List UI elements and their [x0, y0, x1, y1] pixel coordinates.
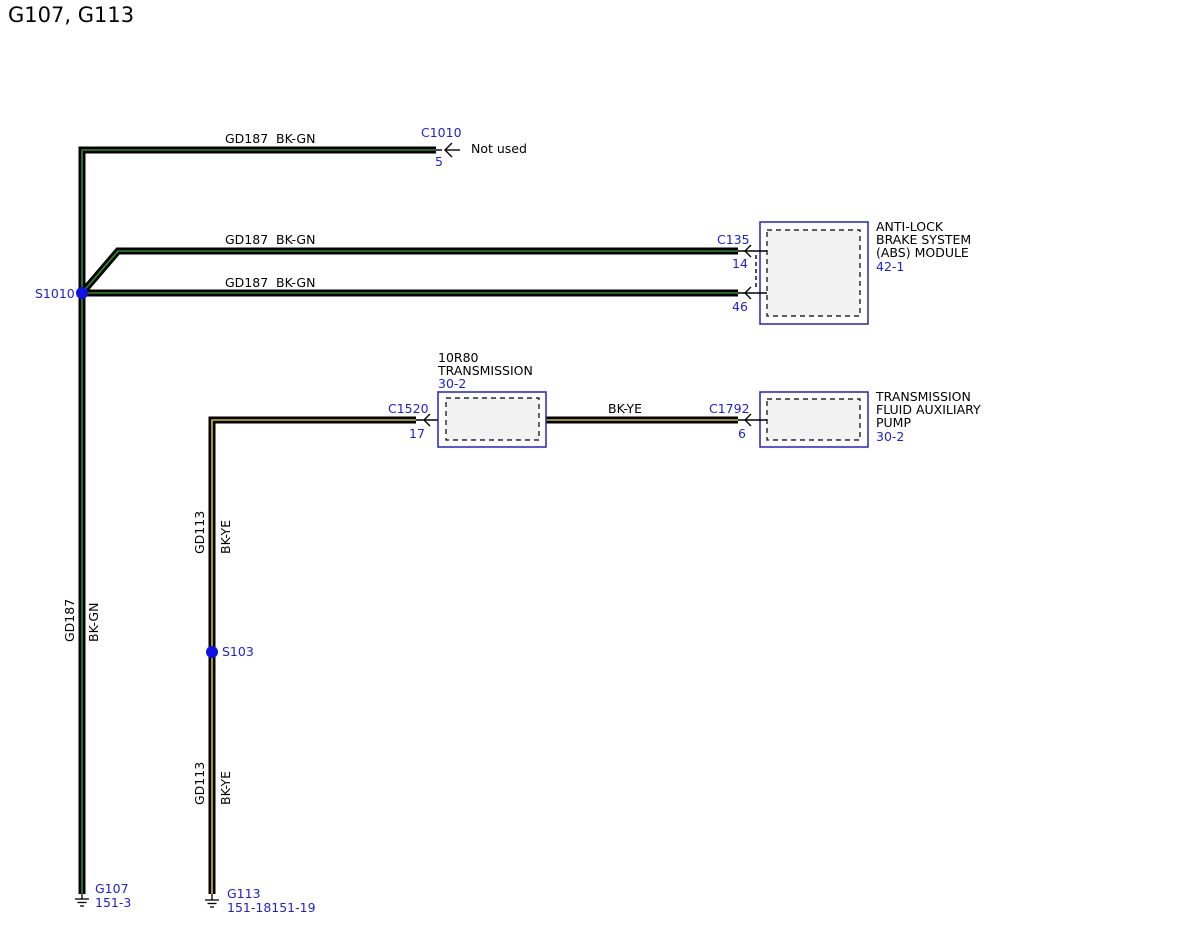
connector-c1792-label[interactable]: C1792 — [709, 401, 750, 416]
wire-gd187-top[interactable] — [78, 146, 436, 894]
abs-module-name-line3: (ABS) MODULE — [876, 245, 969, 260]
pump-name-line2: FLUID AUXILIARY — [876, 402, 981, 417]
connector-c135-pin-14: 14 — [732, 256, 748, 271]
wire-top-color-label: BK-GN — [276, 131, 315, 146]
wire-mid-circuit-label: GD187 — [225, 232, 268, 247]
wire-low-color-label: BK-GN — [276, 275, 315, 290]
connector-c135[interactable] — [738, 244, 767, 300]
wire-gd113-upper-circuit-label: GD113 — [192, 511, 207, 554]
ground-g107-label[interactable]: G107 — [95, 881, 129, 896]
pump-ref-link[interactable]: 30-2 — [876, 429, 904, 444]
wire-vert-color-label: BK-GN — [86, 603, 101, 642]
wire-mid-color-label: BK-GN — [276, 232, 315, 247]
transmission-name-line2: TRANSMISSION — [437, 363, 533, 378]
ground-g107-ref[interactable]: 151-3 — [95, 895, 131, 910]
connector-c1792-pin: 6 — [738, 426, 746, 441]
splice-s1010-label[interactable]: S1010 — [35, 286, 75, 301]
connector-c1520-label[interactable]: C1520 — [388, 401, 429, 416]
wire-vert-circuit-label: GD187 — [62, 599, 77, 642]
wire-link-color-label: BK-YE — [608, 401, 642, 416]
abs-module-inner — [766, 229, 861, 317]
wire-top-circuit-label: GD187 — [225, 131, 268, 146]
connector-c1010-label[interactable]: C1010 — [421, 125, 462, 140]
abs-module-name-line2: BRAKE SYSTEM — [876, 232, 971, 247]
connector-c1010[interactable] — [436, 142, 460, 158]
wire-gd187-mid[interactable] — [79, 247, 738, 296]
ground-g113-symbol — [205, 894, 219, 908]
page-title: G107, G113 — [8, 3, 134, 27]
wire-gd113-lower-circuit-label: GD113 — [192, 762, 207, 805]
ground-g107-symbol — [75, 894, 89, 907]
connector-c1520[interactable] — [423, 413, 431, 427]
wire-gd113[interactable] — [208, 416, 416, 894]
connector-c1792[interactable] — [738, 413, 767, 427]
splice-s103-dot[interactable] — [206, 646, 218, 658]
pump-name-line1: TRANSMISSION — [875, 389, 971, 404]
splice-s103-label[interactable]: S103 — [222, 644, 254, 659]
pump-inner — [766, 398, 861, 441]
pump-name-line3: PUMP — [876, 415, 911, 430]
ground-g113-ref[interactable]: 151-18151-19 — [227, 900, 316, 915]
transmission-ref-link[interactable]: 30-2 — [438, 376, 466, 391]
wire-low-circuit-label: GD187 — [225, 275, 268, 290]
not-used-note: Not used — [471, 141, 527, 156]
transmission-inner — [445, 397, 540, 441]
wire-gd113-lower-color-label: BK-YE — [218, 771, 233, 805]
abs-module-ref-link[interactable]: 42-1 — [876, 259, 904, 274]
abs-module-name-line1: ANTI-LOCK — [876, 219, 944, 234]
connector-c1520-pin: 17 — [409, 426, 425, 441]
connector-c135-label[interactable]: C135 — [717, 232, 750, 247]
splice-s1010-dot[interactable] — [76, 287, 88, 299]
connector-c135-pin-46: 46 — [732, 299, 748, 314]
transmission-name-line1: 10R80 — [438, 350, 479, 365]
connector-c1010-pin: 5 — [435, 154, 443, 169]
ground-g113-label[interactable]: G113 — [227, 886, 261, 901]
wire-gd113-upper-color-label: BK-YE — [218, 520, 233, 554]
